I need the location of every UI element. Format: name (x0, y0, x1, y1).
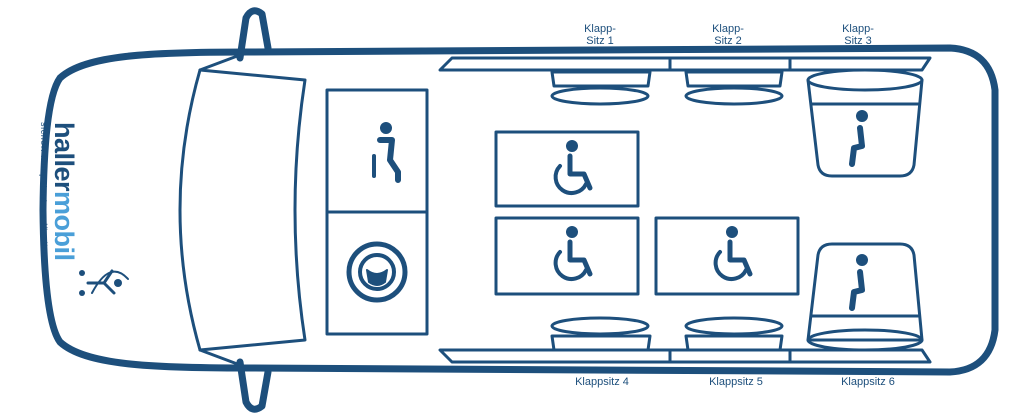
wheelchair-icon (553, 140, 593, 195)
wheelchair-space-3 (654, 216, 800, 296)
seated-person-icon (849, 254, 868, 311)
seated-person-icon (372, 122, 401, 183)
open-seat-6 (806, 242, 924, 352)
wheelchair-space-1 (494, 130, 640, 208)
seat-label-6: Klappsitz 6 (841, 376, 895, 388)
open-seat-3 (806, 68, 924, 178)
folded-seat-1 (550, 70, 652, 106)
seat-label-4: Klappsitz 4 (575, 376, 629, 388)
mirror-top (236, 7, 272, 62)
seat-label-2: Klapp- Sitz 2 (712, 23, 744, 47)
folded-seat-4 (550, 316, 652, 352)
wheelchair-space-2 (494, 216, 640, 296)
folded-seat-2 (684, 70, 784, 106)
brand-tagline: sicher. kompetent. verlässlich. (39, 122, 49, 261)
seated-person-icon (849, 110, 868, 167)
side-rail-top (438, 56, 932, 72)
steering-wheel-icon (346, 241, 408, 303)
seat-label-5: Klappsitz 5 (709, 376, 763, 388)
mascot-icon (79, 269, 129, 296)
front-seat-driver (325, 210, 429, 336)
side-rail-bottom (438, 348, 932, 364)
seat-label-1: Klapp- Sitz 1 (584, 23, 616, 47)
wheelchair-icon (553, 226, 593, 281)
folded-seat-5 (684, 316, 784, 352)
front-seat-passenger (325, 88, 429, 214)
van-body-outline (39, 44, 999, 376)
seat-label-3: Klapp- Sitz 3 (842, 23, 874, 47)
mirror-bottom (236, 358, 272, 413)
wheelchair-icon (713, 226, 753, 281)
hood-line-top (198, 50, 250, 72)
hood-outline (178, 68, 307, 352)
brand-name: hallermobil (49, 122, 79, 261)
hood-line-bottom (198, 348, 250, 370)
